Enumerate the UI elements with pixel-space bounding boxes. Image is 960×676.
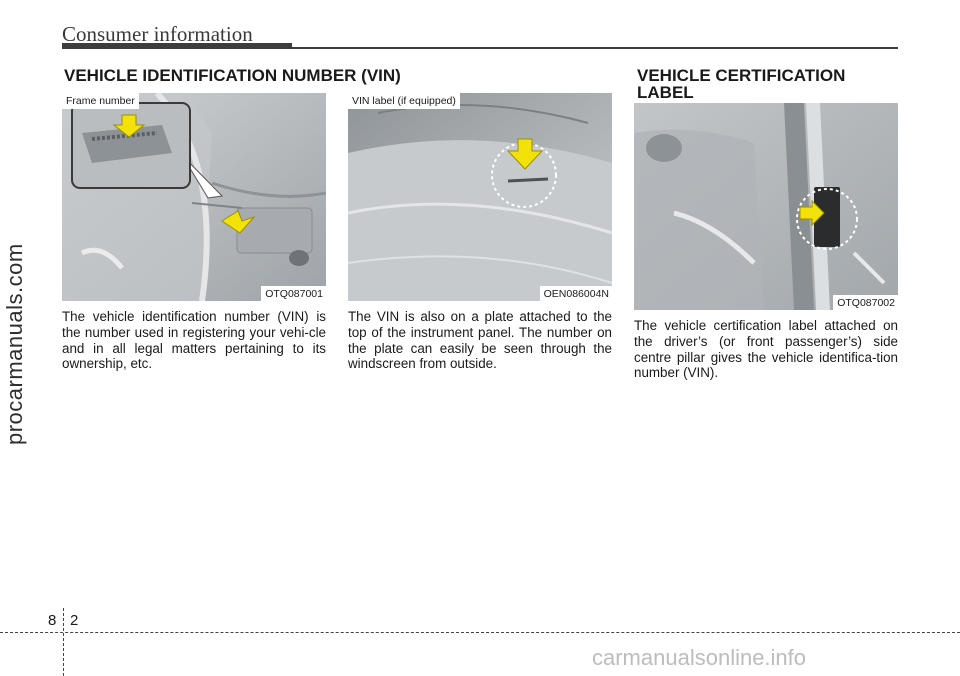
figure-code-otq087002: OTQ087002 — [833, 295, 898, 310]
frame-number-label: Frame number — [62, 93, 139, 109]
figure-code-oen086004n: OEN086004N — [539, 286, 612, 301]
cert-section-title-line2: LABEL — [637, 83, 694, 102]
chapter-number: 8 — [48, 612, 57, 629]
header-rule-thin — [292, 47, 898, 49]
certification-label-illustration: OTQ087002 — [634, 103, 898, 310]
certification-paragraph: The vehicle certification label attached… — [634, 318, 898, 381]
header-rule-thick — [62, 43, 292, 49]
certification-label-drawing — [634, 103, 898, 310]
vin-label-caption: VIN label (if equipped) — [348, 93, 460, 109]
vin-label-drawing — [348, 93, 612, 301]
footer-separator — [63, 608, 64, 676]
vin-label-illustration: VIN label (if equipped) OEN086004N — [348, 93, 612, 301]
side-watermark: procarmanuals.com — [2, 243, 27, 445]
bottom-watermark: carmanualsonline.info — [592, 645, 807, 670]
cert-section-title-line1: VEHICLE CERTIFICATION — [637, 66, 846, 85]
frame-number-illustration: Frame number OTQ087001 — [62, 93, 326, 301]
footer-rule — [0, 632, 960, 633]
vin-section-title: VEHICLE IDENTIFICATION NUMBER (VIN) — [64, 66, 401, 85]
header-title: Consumer information — [62, 22, 253, 46]
frame-number-drawing — [62, 93, 326, 301]
figure-code-otq087001: OTQ087001 — [261, 286, 326, 301]
page-number: 2 — [70, 612, 79, 629]
vin-plate-paragraph: The VIN is also on a plate attached to t… — [348, 309, 612, 372]
vin-paragraph: The vehicle identification number (VIN) … — [62, 309, 326, 372]
